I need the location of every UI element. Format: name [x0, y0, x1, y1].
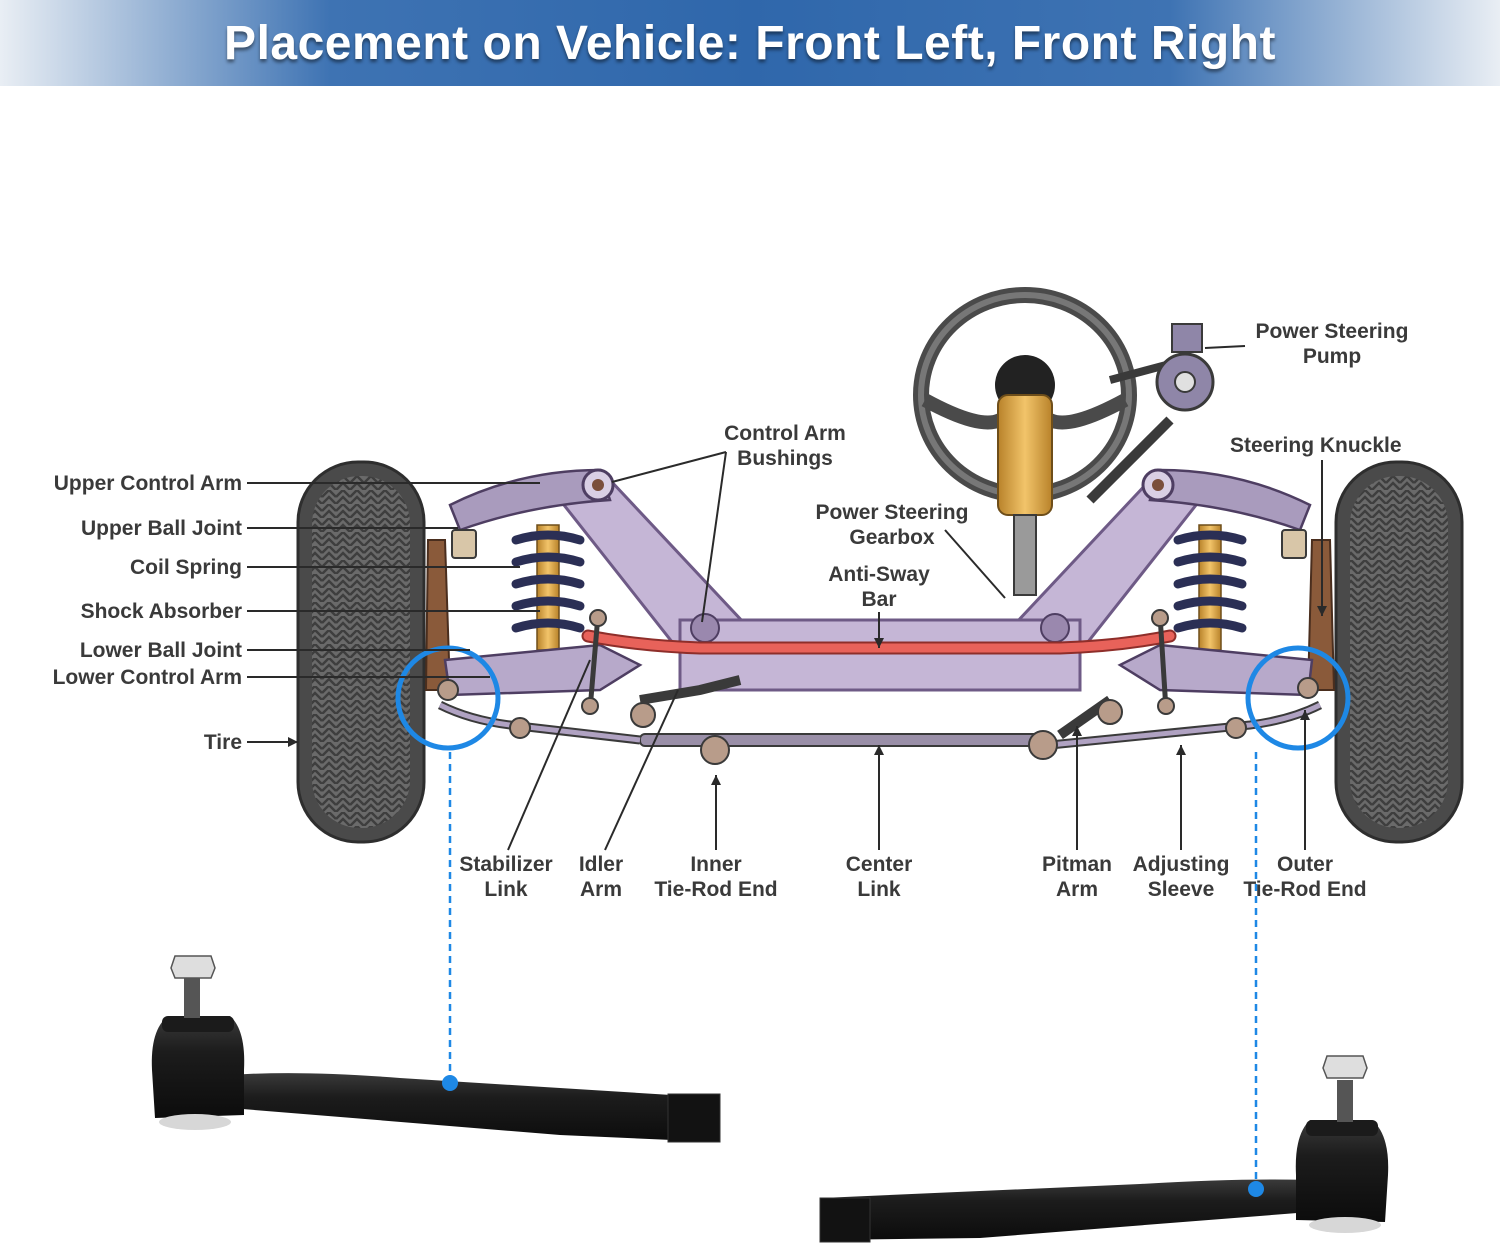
tire-right: [1334, 460, 1464, 844]
label-pitman-arm-line1: Pitman: [1041, 853, 1112, 876]
idler-arm: [630, 675, 742, 765]
label-control-arm-bushings-line2: Bushings: [737, 447, 833, 470]
label-power-steering-pump-line1: Power Steering: [1255, 320, 1409, 343]
label-adjusting-sleeve-line2: Sleeve: [1147, 878, 1215, 901]
label-control-arm-bushings: Control Arm Bushings: [705, 421, 865, 471]
stabilizer-link-right: [1151, 609, 1175, 715]
label-tire: Tire: [203, 731, 242, 754]
upper-ball-joint-left: [451, 529, 477, 559]
highlight-circle-left: [395, 645, 501, 751]
label-anti-sway-bar: Anti-Sway Bar: [809, 562, 949, 612]
label-stabilizer-link: Stabilizer Link: [446, 852, 566, 902]
label-center-link-line2: Link: [857, 878, 901, 901]
label-pitman-arm-line2: Arm: [1055, 878, 1098, 901]
label-control-arm-bushings-line1: Control Arm: [724, 422, 846, 445]
label-inner-tie-rod-end-line1: Inner: [690, 853, 742, 876]
highlight-circle-right: [1245, 645, 1351, 751]
page-title: Placement on Vehicle: Front Left, Front …: [224, 16, 1276, 70]
label-stabilizer-link-line2: Link: [484, 878, 528, 901]
tie-rod-end-part-left: [151, 955, 721, 1143]
label-center-link: Center Link: [819, 852, 939, 902]
upper-ball-joint-right: [1281, 529, 1307, 559]
label-power-steering-gearbox-line2: Gearbox: [849, 526, 935, 549]
label-outer-tie-rod-end-line2: Tie-Rod End: [1243, 878, 1367, 901]
label-power-steering-pump-line2: Pump: [1302, 345, 1362, 368]
stabilizer-link-left: [581, 609, 607, 715]
tie-rod-right: [1049, 677, 1323, 750]
label-upper-control-arm: Upper Control Arm: [53, 472, 242, 495]
label-steering-knuckle: Steering Knuckle: [1230, 434, 1402, 457]
label-coil-spring: Coil Spring: [130, 556, 242, 579]
label-center-link-line1: Center: [845, 853, 913, 876]
label-inner-tie-rod-end: Inner Tie-Rod End: [641, 852, 791, 902]
label-upper-ball-joint: Upper Ball Joint: [80, 517, 242, 540]
upper-control-arm-left: [448, 468, 612, 532]
tire-left: [296, 460, 426, 844]
power-steering-pump: [1086, 323, 1215, 504]
label-power-steering-pump: Power Steering Pump: [1242, 319, 1422, 369]
label-power-steering-gearbox: Power Steering Gearbox: [802, 500, 982, 550]
coil-spring-left: [511, 524, 585, 651]
label-lower-control-arm: Lower Control Arm: [52, 666, 242, 689]
label-idler-arm-line2: Arm: [579, 878, 622, 901]
label-anti-sway-bar-line2: Bar: [861, 588, 897, 611]
label-idler-arm: Idler Arm: [561, 852, 641, 902]
lower-control-arm-left: [443, 643, 643, 697]
label-stabilizer-link-line1: Stabilizer: [459, 853, 553, 876]
marker-dot-right: [1248, 1181, 1264, 1197]
label-lower-ball-joint: Lower Ball Joint: [79, 639, 242, 662]
tie-rod-left: [437, 679, 641, 745]
label-outer-tie-rod-end-line1: Outer: [1276, 853, 1333, 876]
coil-spring-right: [1173, 524, 1247, 651]
marker-dot-left: [442, 1075, 458, 1091]
label-anti-sway-bar-line1: Anti-Sway: [828, 563, 930, 586]
label-inner-tie-rod-end-line2: Tie-Rod End: [654, 878, 778, 901]
label-outer-tie-rod-end: Outer Tie-Rod End: [1230, 852, 1380, 902]
leader-lines: [247, 345, 1323, 851]
label-idler-arm-line1: Idler: [578, 853, 624, 876]
steering-wheel: [913, 287, 1137, 596]
label-pitman-arm: Pitman Arm: [1025, 852, 1129, 902]
label-shock-absorber: Shock Absorber: [80, 600, 242, 623]
title-banner: Placement on Vehicle: Front Left, Front …: [0, 0, 1500, 86]
pitman-arm: [1028, 695, 1123, 760]
upper-control-arm-right: [1148, 468, 1312, 532]
tie-rod-end-part-right: [819, 1055, 1389, 1243]
label-adjusting-sleeve-line1: Adjusting: [1132, 853, 1230, 876]
label-adjusting-sleeve: Adjusting Sleeve: [1121, 852, 1241, 902]
label-power-steering-gearbox-line1: Power Steering: [815, 501, 969, 524]
